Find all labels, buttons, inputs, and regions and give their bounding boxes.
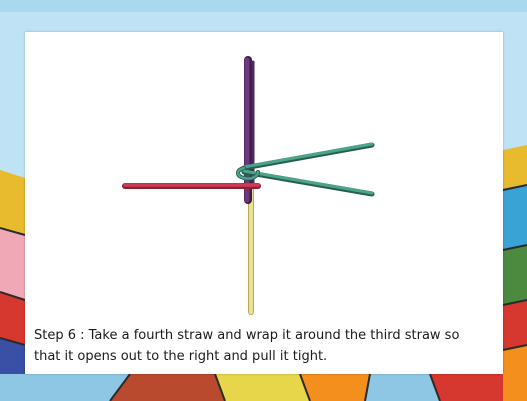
- caption-line-1: Step 6 : Take a fourth straw and wrap it…: [34, 325, 504, 346]
- step-caption: Step 6 : Take a fourth straw and wrap it…: [34, 325, 504, 367]
- caption-line-2: that it opens out to the right and pull …: [34, 346, 504, 367]
